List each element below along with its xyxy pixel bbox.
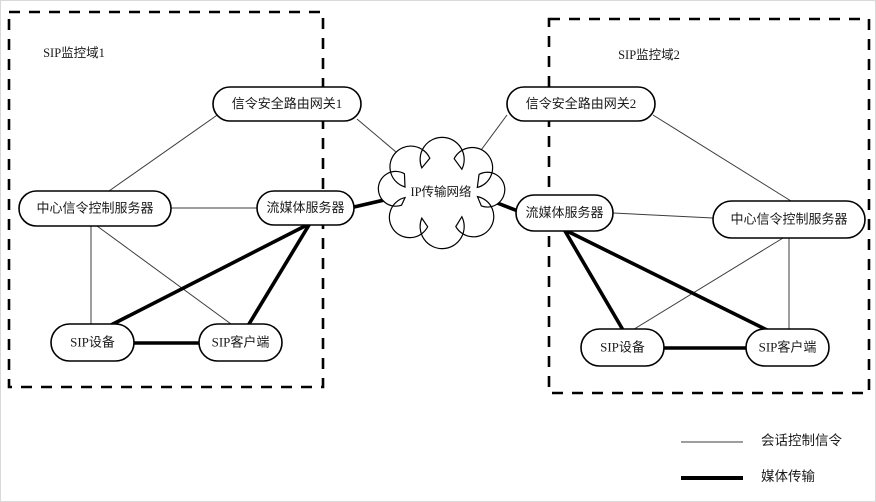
legend-signal-label: 会话控制信令 (761, 433, 842, 448)
cloud-label: IP传输网络 (410, 184, 472, 199)
node-label-ms2: 流媒体服务器 (525, 205, 603, 220)
node-cli1[interactable]: SIP客户端 (198, 323, 283, 362)
node-label-ms1: 流媒体服务器 (266, 200, 344, 215)
node-label-cli2: SIP客户端 (759, 339, 817, 354)
node-label-ccs2: 中心信令控制服务器 (730, 211, 847, 226)
connection-links (90, 110, 792, 350)
cloud-shape (377, 136, 506, 250)
node-cli2[interactable]: SIP客户端 (745, 328, 830, 367)
node-shape-cli2 (745, 328, 830, 367)
node-shape-ccs1 (18, 190, 172, 227)
node-shape-ms1 (256, 190, 355, 226)
node-shape-gw2 (506, 86, 656, 122)
node-label-cli1: SIP客户端 (212, 334, 270, 349)
node-label-gw1: 信令安全路由网关1 (232, 96, 343, 111)
node-dev2[interactable]: SIP设备 (580, 328, 665, 367)
node-label-ccs1: 中心信令控制服务器 (36, 200, 153, 215)
domain-labels: SIP监控域1 SIP监控域2 (43, 46, 680, 62)
node-shape-cli1 (198, 323, 283, 362)
node-label-gw2: 信令安全路由网关2 (526, 96, 637, 111)
node-gw2[interactable]: 信令安全路由网关2 (506, 86, 656, 122)
link-ccs1-gw1 (108, 110, 224, 192)
legend: 会话控制信令 媒体传输 (681, 433, 842, 484)
node-ccs1[interactable]: 中心信令控制服务器 (18, 190, 172, 227)
link-ms2-ccs2 (612, 212, 714, 219)
domain-label-1: SIP监控域1 (43, 46, 105, 60)
domain-label-2: SIP监控域2 (618, 48, 680, 62)
link-ccs2-dev2 (630, 237, 784, 332)
node-dev1[interactable]: SIP设备 (50, 323, 135, 362)
link-ms2-dev2 (563, 229, 625, 332)
node-ms2[interactable]: 流媒体服务器 (515, 194, 614, 232)
node-shape-dev2 (580, 328, 665, 367)
link-gw2-ccs2 (652, 114, 792, 202)
node-label-dev1: SIP设备 (70, 334, 115, 349)
node-shape-ms2 (515, 194, 614, 232)
node-label-dev2: SIP设备 (600, 339, 645, 354)
node-shape-dev1 (50, 323, 135, 362)
link-ms2-cli2 (565, 229, 771, 333)
legend-media-label: 媒体传输 (761, 469, 815, 484)
link-ms1-cli1 (247, 223, 311, 326)
link-ms1-dev1 (109, 223, 309, 327)
link-ccs1-cli1 (96, 225, 232, 325)
node-shape-ccs2 (712, 200, 866, 239)
node-ms1[interactable]: 流媒体服务器 (256, 190, 355, 226)
node-ccs2[interactable]: 中心信令控制服务器 (712, 200, 866, 239)
node-gw1[interactable]: 信令安全路由网关1 (212, 86, 362, 122)
node-shape-gw1 (212, 86, 362, 122)
ip-network-cloud[interactable]: IP传输网络 (377, 136, 506, 250)
